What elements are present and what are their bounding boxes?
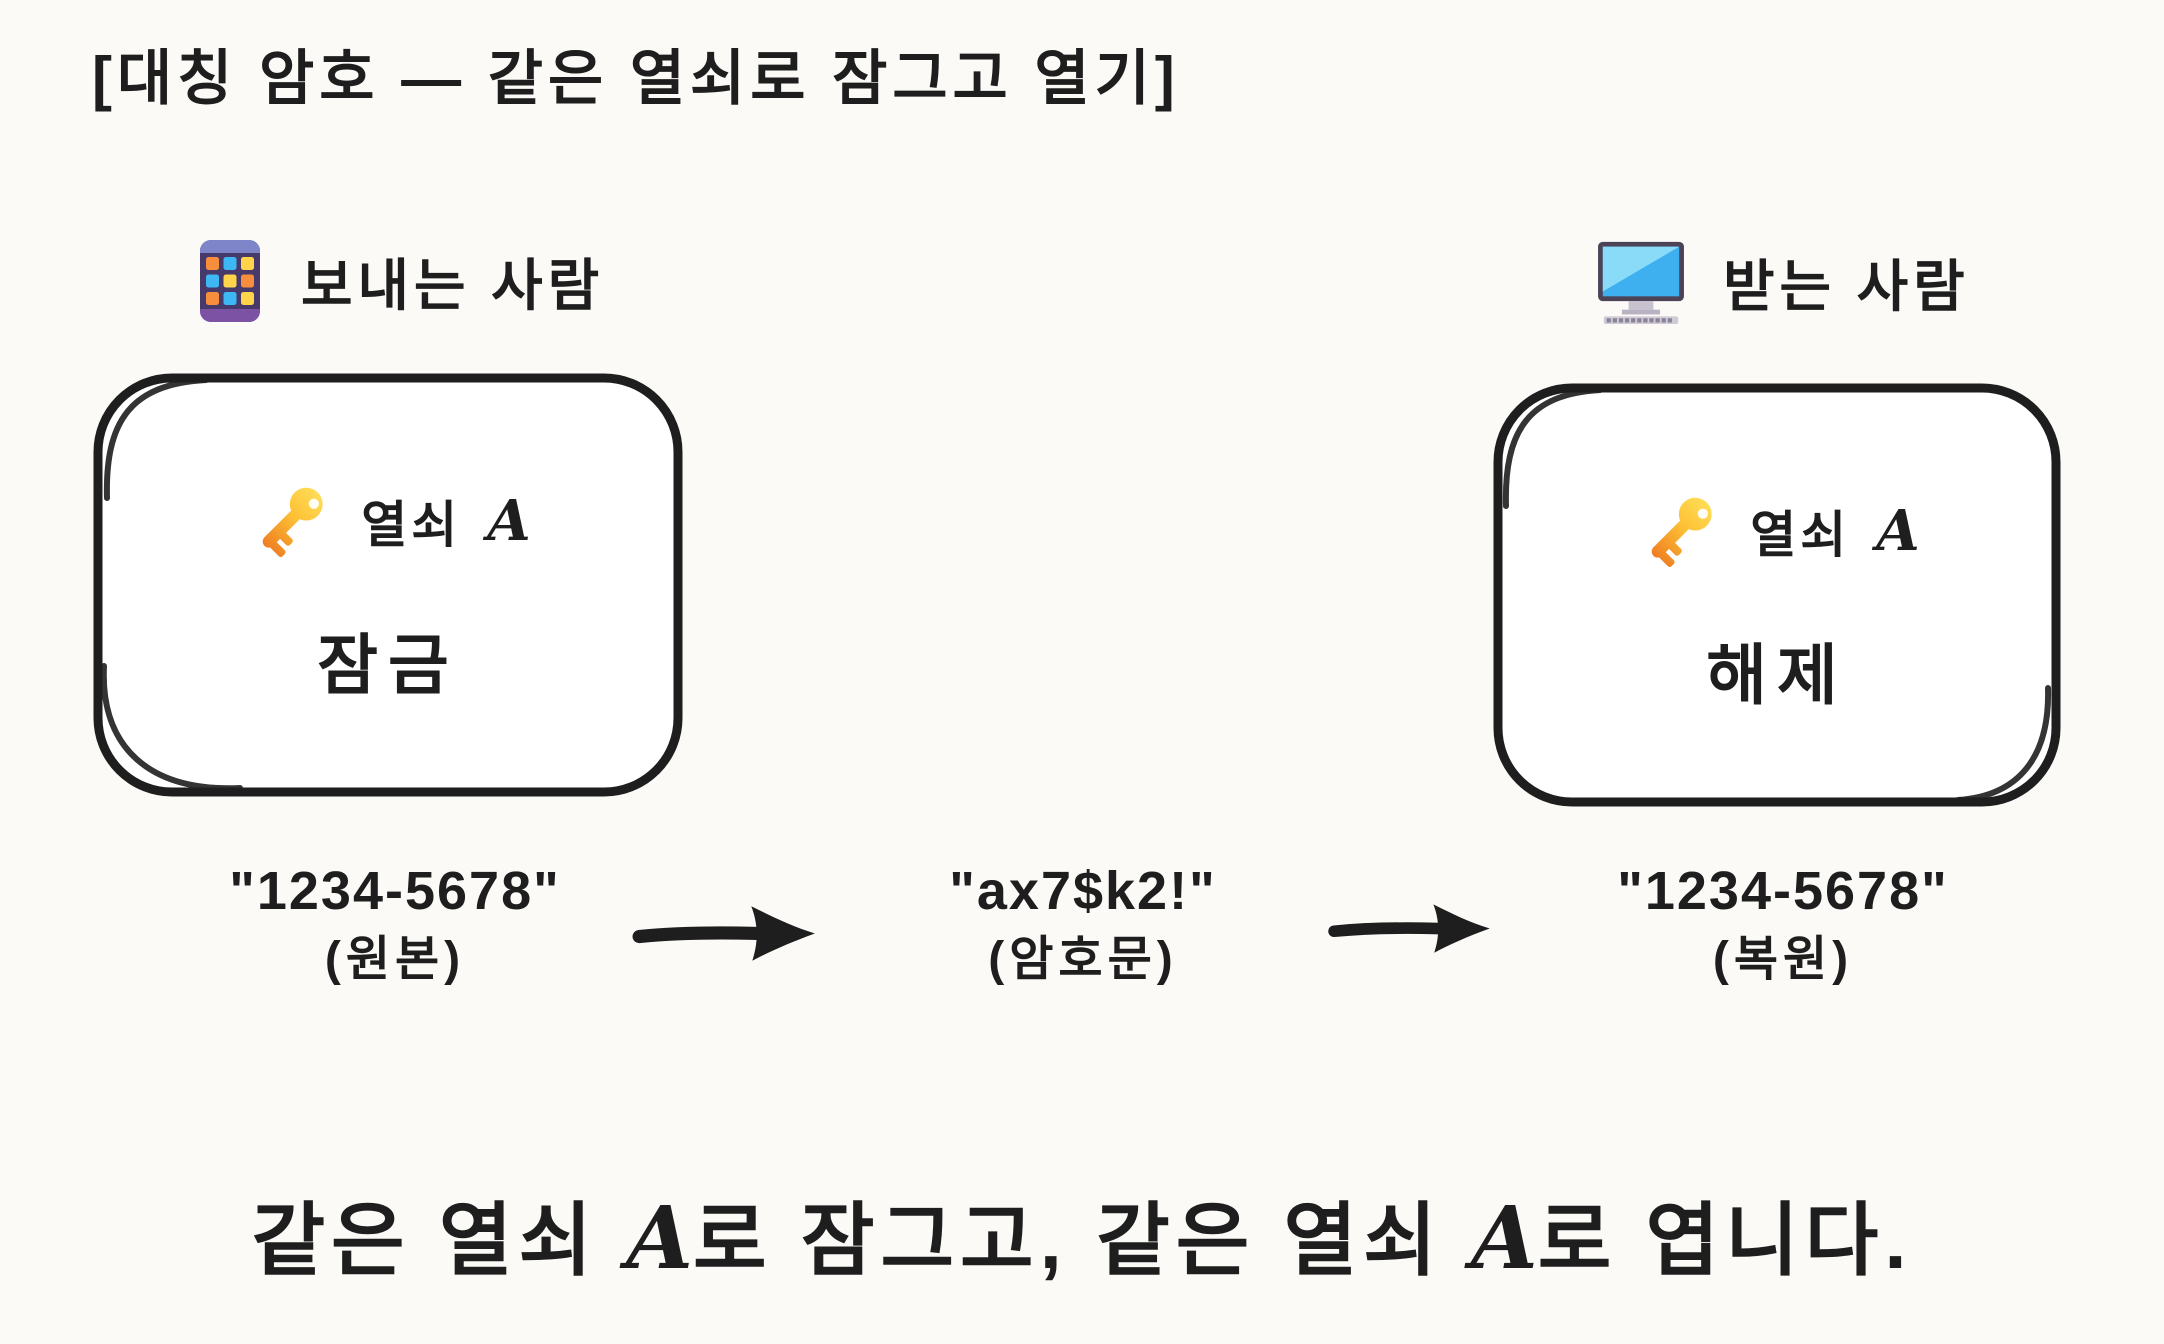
sender-header: 보내는 사람 bbox=[193, 238, 604, 324]
receiver-key-row: 열쇠 A bbox=[1634, 486, 1920, 576]
key-label: 열쇠 bbox=[1750, 507, 1851, 563]
footer-text: 같은 열쇠 bbox=[251, 1196, 627, 1285]
key-icon bbox=[262, 487, 323, 557]
ciphertext-message: "ax7$k2!" (암호문) bbox=[858, 858, 1308, 993]
plaintext-value: "1234-5678" bbox=[229, 861, 561, 921]
sender-label: 보내는 사람 bbox=[301, 253, 605, 317]
key-icon bbox=[1651, 497, 1712, 567]
sender-box-outline bbox=[93, 373, 683, 797]
ciphertext-caption: (암호문) bbox=[988, 932, 1178, 986]
sender-key-row: 열쇠 A bbox=[245, 476, 531, 566]
restored-value: "1234-5678" bbox=[1617, 861, 1949, 921]
diagram-title: [대칭 암호 — 같은 열쇠로 잠그고 열기] bbox=[92, 45, 1180, 112]
footer-caption: 같은 열쇠 A로 잠그고, 같은 열쇠 A로 엽니다. bbox=[0, 1176, 2164, 1292]
restored-caption: (복원) bbox=[1712, 932, 1854, 986]
key-name: A bbox=[1876, 498, 1920, 564]
footer-key-name: A bbox=[1470, 1188, 1538, 1289]
encrypt-arrow-icon bbox=[632, 906, 815, 961]
sender-box-content: 열쇠 A 잠금 bbox=[88, 368, 688, 802]
footer-text: 로 잠그고, 같은 열쇠 bbox=[693, 1196, 1471, 1285]
key-name: A bbox=[487, 488, 531, 554]
receiver-label: 받는 사람 bbox=[1723, 254, 1970, 318]
decrypt-arrow-icon bbox=[1328, 904, 1490, 953]
unlock-action-label: 해제 bbox=[1706, 638, 1848, 712]
restored-message: "1234-5678" (복원) bbox=[1548, 858, 2018, 993]
desktop-computer-icon bbox=[1598, 241, 1684, 324]
receiver-header: 받는 사람 bbox=[1593, 240, 1970, 324]
plaintext-caption: (원본) bbox=[324, 932, 466, 986]
lock-action-label: 잠금 bbox=[317, 628, 459, 702]
plaintext-message: "1234-5678" (원본) bbox=[160, 858, 630, 993]
footer-key-name: A bbox=[626, 1188, 694, 1289]
receiver-box: 열쇠 A 해제 bbox=[1488, 378, 2066, 812]
receiver-box-content: 열쇠 A 해제 bbox=[1488, 378, 2066, 812]
sender-box: 열쇠 A 잠금 bbox=[88, 368, 688, 802]
key-label: 열쇠 bbox=[361, 497, 462, 553]
mobile-phone-icon bbox=[200, 240, 260, 322]
footer-text: 로 엽니다. bbox=[1537, 1196, 1913, 1285]
ciphertext-value: "ax7$k2!" bbox=[949, 861, 1217, 921]
receiver-box-outline bbox=[1493, 383, 2061, 807]
